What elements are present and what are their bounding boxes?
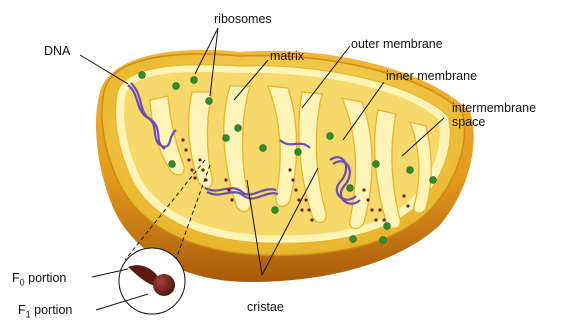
- label-f1-portion: F1 portion: [18, 303, 72, 317]
- label-inner-membrane: inner membrane: [386, 69, 477, 83]
- label-cristae: cristae: [247, 300, 284, 314]
- label-intermembrane-line2: space: [452, 115, 485, 129]
- label-f1-rest: portion: [31, 303, 73, 317]
- label-f1-main: F: [18, 303, 26, 317]
- label-dna: DNA: [44, 44, 70, 58]
- label-intermembrane-space: intermembrane space: [452, 101, 536, 129]
- label-f0-rest: portion: [25, 271, 67, 285]
- label-f0-main: F: [12, 271, 20, 285]
- label-f0-portion: F0 portion: [12, 271, 66, 285]
- label-outer-membrane: outer membrane: [351, 37, 443, 51]
- label-ribosomes: ribosomes: [214, 12, 272, 26]
- label-matrix: matrix: [270, 49, 304, 63]
- label-intermembrane-line1: intermembrane: [452, 101, 536, 115]
